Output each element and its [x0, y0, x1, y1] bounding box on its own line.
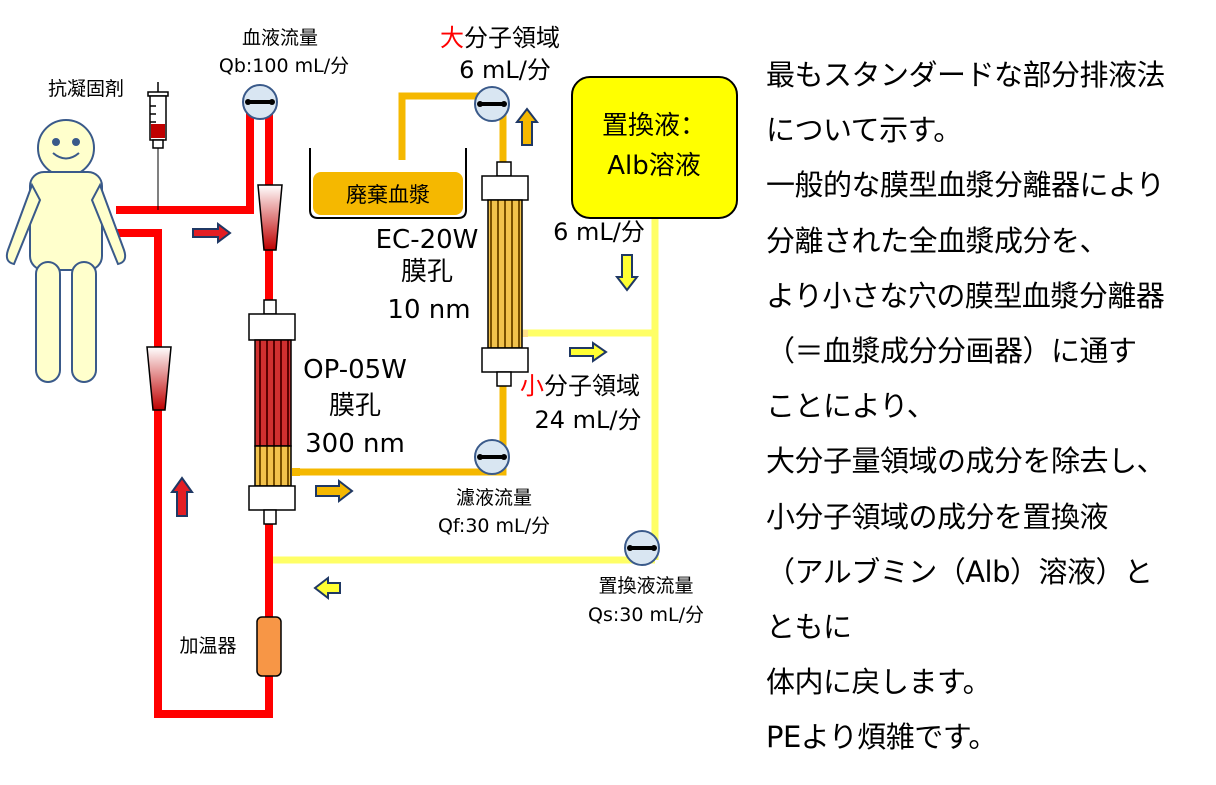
separator-pore-value: 300 nm [305, 429, 405, 459]
plasma-fractionator [481, 161, 529, 387]
description-line: （アルブミン（Alb）溶液）と [766, 554, 1153, 589]
replacement-flow-title: 置換液流量 [598, 575, 693, 597]
description-line: （＝血漿成分分画器）に通す [766, 333, 1137, 368]
description-line: 大分子量領域の成分を除去し、 [766, 444, 1166, 479]
drip-chamber-venous [146, 346, 172, 411]
description-line: について示す。 [766, 113, 962, 148]
large-region-rest: 分子領域 [464, 24, 560, 52]
drip-chamber-arterial [257, 184, 283, 251]
description-line: 小分子領域の成分を置換液 [766, 499, 1109, 534]
large-region-value: 6 mL/分 [459, 56, 551, 84]
separator-model: OP-05W [303, 355, 407, 385]
small-region-value: 24 mL/分 [534, 406, 641, 434]
blood-pump-icon [242, 84, 278, 120]
filtrate-flow-value: Qf:30 mL/分 [438, 515, 550, 537]
fractionator-pore-label: 膜孔 [401, 257, 453, 287]
arrow-right-icon [569, 341, 608, 363]
replacement-rate-value: 6 mL/分 [553, 218, 645, 246]
description-line: PEより煩雑です。 [766, 720, 997, 755]
description-line: 最もスタンダードな部分排液法 [766, 58, 1166, 92]
description-line: より小さな穴の膜型血漿分離器 [766, 278, 1165, 313]
small-region-rest: 分子領域 [544, 372, 640, 400]
arrow-right-icon [192, 222, 232, 244]
replacement-fluid-label: 置換液： [602, 111, 706, 141]
replacement-fluid-solution: Alb溶液 [607, 151, 701, 181]
replacement-fluid-lines [270, 218, 659, 564]
description-text: 最もスタンダードな部分排液法 について示す。 一般的な膜型血漿分離器により 分離… [766, 48, 1212, 765]
waste-container [309, 148, 467, 219]
arrow-right-icon [315, 478, 354, 504]
large-region-pump-icon [474, 86, 510, 122]
warmer-device [256, 616, 282, 677]
description-line: ともに [766, 609, 852, 644]
blood-flow-value: Qb:100 mL/分 [219, 55, 349, 77]
description-line: ことにより、 [766, 389, 936, 424]
arrow-up-icon [170, 476, 194, 517]
small-region-prefix: 小 [520, 372, 544, 400]
replacement-pump-icon [624, 530, 660, 566]
filtrate-flow-title: 濾液流量 [456, 487, 532, 509]
large-region-label: 大分子領域 [440, 24, 560, 52]
return-port [520, 330, 528, 337]
arrow-down-icon [614, 254, 640, 292]
anticoagulant-label: 抗凝固剤 [48, 78, 124, 100]
fractionator-pore-value: 10 nm [387, 295, 470, 325]
waste-plasma-fill [313, 172, 463, 215]
replacement-fluid-bag [571, 76, 738, 219]
filtrate-port [292, 468, 300, 476]
syringe-icon [147, 82, 169, 210]
description-line: 一般的な膜型血漿分離器により [766, 168, 1165, 203]
blood-lines [116, 96, 273, 718]
waste-plasma-label: 廃棄血漿 [346, 183, 430, 207]
plasma-separator [248, 299, 296, 525]
replacement-flow-value: Qs:30 mL/分 [588, 604, 704, 626]
patient-figure [5, 119, 127, 383]
patient-face [52, 138, 80, 160]
fractionator-model: EC-20W [376, 225, 479, 255]
description-line: 分離された全血漿成分を、 [766, 223, 1109, 258]
plasma-lines [292, 92, 507, 476]
arrow-left-icon [313, 575, 341, 601]
description-line: 体内に戻します。 [766, 665, 992, 700]
small-region-label: 小分子領域 [520, 372, 640, 400]
blood-flow-title: 血液流量 [242, 27, 318, 49]
filtrate-pump-icon [474, 439, 510, 475]
separator-pore-label: 膜孔 [329, 391, 381, 421]
arrow-up-icon [514, 107, 540, 146]
warmer-label: 加温器 [179, 635, 236, 657]
large-region-prefix: 大 [440, 24, 464, 52]
